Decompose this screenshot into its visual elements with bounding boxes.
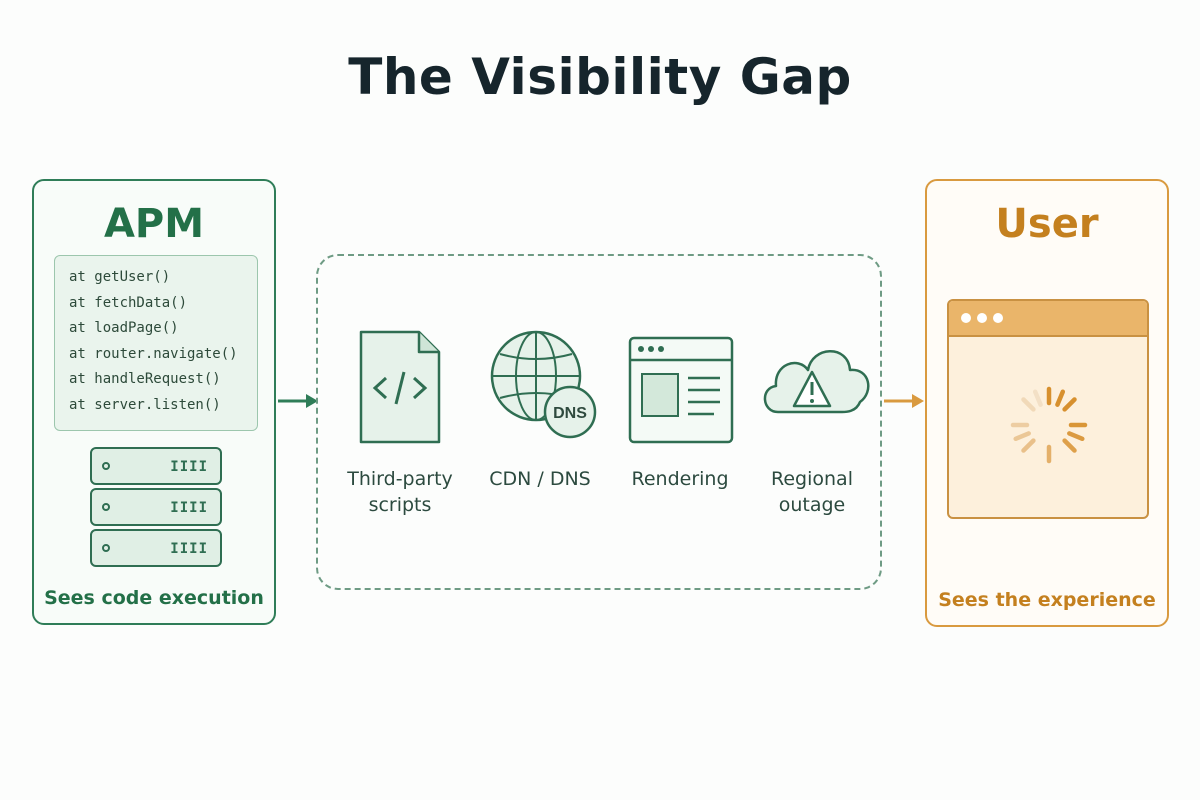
arrow-apm-to-gap xyxy=(278,394,318,408)
stack-trace-line: at fetchData() xyxy=(69,294,188,311)
stack-trace: at getUser() at fetchData() at loadPage(… xyxy=(54,255,258,431)
stack-trace-line: at server.listen() xyxy=(69,396,221,413)
server-unit: IIII xyxy=(90,447,222,485)
arrow-gap-to-user xyxy=(884,394,924,408)
user-title: User xyxy=(995,201,1099,247)
gap-item-cdn-dns: DNS CDN / DNS xyxy=(470,326,610,490)
gap-item-rendering: Rendering xyxy=(610,326,750,490)
code-file-icon xyxy=(359,330,441,444)
stack-trace-line: at loadPage() xyxy=(69,320,179,337)
gap-item-third-party: Third-party scripts xyxy=(330,326,470,516)
visibility-gap-box: Third-party scripts DNS CDN / DNS xyxy=(316,254,882,590)
gap-label: Third-party scripts xyxy=(347,468,453,516)
gap-label: CDN / DNS xyxy=(489,468,591,490)
browser-window xyxy=(947,299,1149,519)
gap-label: Regional outage xyxy=(771,468,853,516)
apm-panel: APM at getUser() at fetchData() at loadP… xyxy=(32,179,276,625)
user-caption: Sees the experience xyxy=(938,589,1156,611)
gap-label: Rendering xyxy=(631,468,729,490)
browser-title-bar xyxy=(949,301,1147,337)
globe-dns-icon: DNS xyxy=(490,330,597,439)
loading-spinner-icon xyxy=(1010,386,1088,464)
gap-item-regional-outage: Regional outage xyxy=(742,326,882,516)
apm-title: APM xyxy=(103,201,205,247)
diagram-title: The Visibility Gap xyxy=(348,48,852,106)
browser-window-icon xyxy=(628,336,734,444)
dns-badge: DNS xyxy=(553,405,587,422)
server-unit: IIII xyxy=(90,529,222,567)
stack-trace-line: at router.navigate() xyxy=(69,345,238,362)
cloud-warning-icon xyxy=(763,350,870,414)
stack-trace-line: at getUser() xyxy=(69,269,171,285)
apm-caption: Sees code execution xyxy=(44,587,264,609)
user-panel: User Sees the experience xyxy=(925,179,1169,627)
server-unit: IIII xyxy=(90,488,222,526)
stack-trace-line: at handleRequest() xyxy=(69,371,221,388)
